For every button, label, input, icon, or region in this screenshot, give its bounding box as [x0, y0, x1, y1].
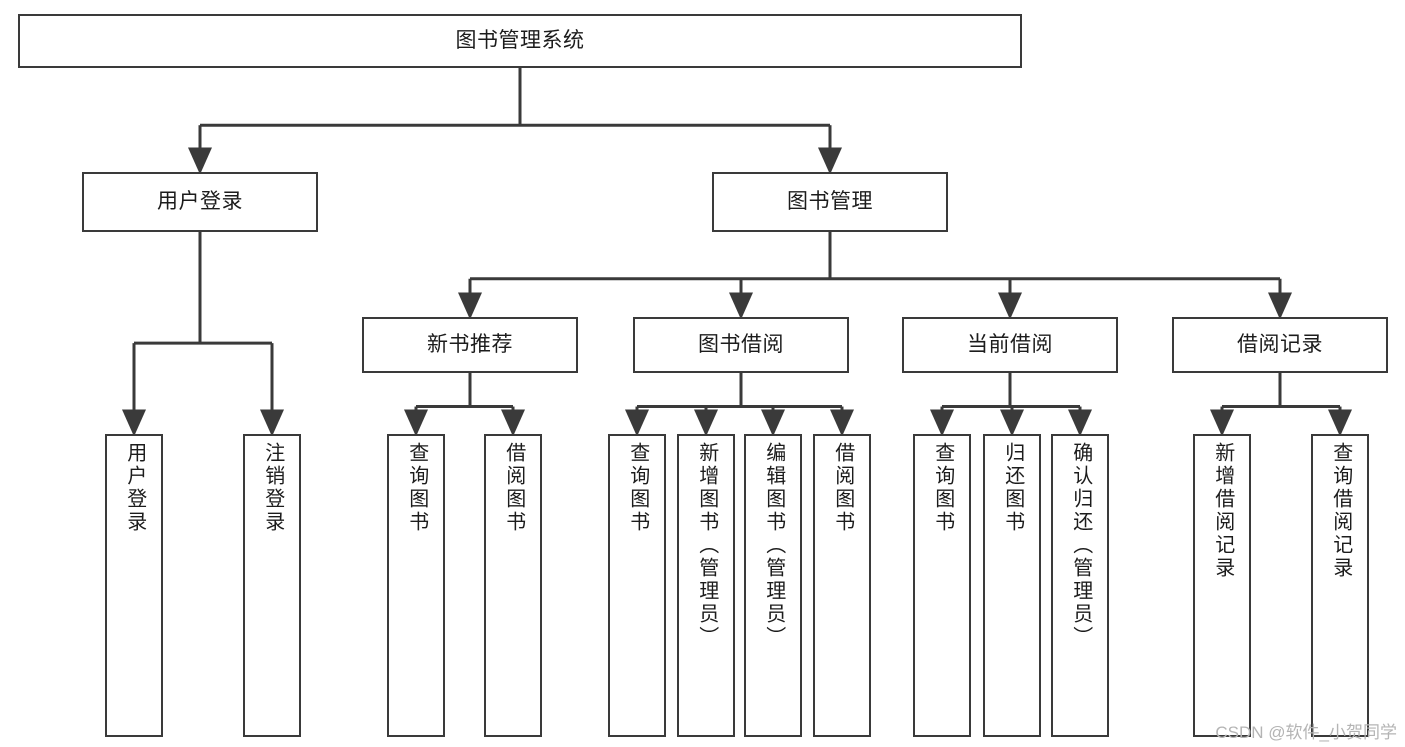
node-label-leaf-return-book: 归还图书 [1001, 442, 1024, 534]
watermark-text: CSDN @软件_小贺同学 [1215, 723, 1397, 742]
node-leaf-query-borrow-record[interactable]: 查询借阅记录 [1311, 434, 1369, 737]
node-leaf-edit-book-admin[interactable]: 编辑图书（管理员） [744, 434, 802, 737]
node-current-borrow[interactable]: 当前借阅 [902, 317, 1118, 373]
node-label-current-borrow: 当前借阅 [967, 332, 1053, 356]
node-label-new-book-recommend: 新书推荐 [427, 332, 513, 356]
node-label-leaf-add-borrow-record: 新增借阅记录 [1211, 442, 1234, 580]
node-user-login[interactable]: 用户登录 [82, 172, 318, 232]
node-label-user-login: 用户登录 [157, 189, 243, 213]
node-label-leaf-add-book-admin: 新增图书（管理员） [695, 442, 718, 649]
node-label-leaf-logout: 注销登录 [261, 442, 284, 534]
node-leaf-query-book-rec[interactable]: 查询图书 [387, 434, 445, 737]
node-root[interactable]: 图书管理系统 [18, 14, 1022, 68]
node-leaf-borrow-book-borrow[interactable]: 借阅图书 [813, 434, 871, 737]
node-label-root: 图书管理系统 [455, 28, 585, 52]
node-label-leaf-query-book-borrow: 查询图书 [626, 442, 649, 534]
node-leaf-return-book[interactable]: 归还图书 [983, 434, 1041, 737]
node-label-book-manage: 图书管理 [787, 189, 873, 213]
node-label-leaf-edit-book-admin: 编辑图书（管理员） [762, 442, 785, 649]
node-label-leaf-query-book-current: 查询图书 [931, 442, 954, 534]
node-borrow-record[interactable]: 借阅记录 [1172, 317, 1388, 373]
node-leaf-query-book-current[interactable]: 查询图书 [913, 434, 971, 737]
node-label-leaf-confirm-return-admin: 确认归还（管理员） [1069, 442, 1092, 649]
node-label-book-borrow: 图书借阅 [698, 332, 784, 356]
node-book-borrow[interactable]: 图书借阅 [633, 317, 849, 373]
node-label-leaf-borrow-book-rec: 借阅图书 [502, 442, 525, 534]
node-leaf-user-login[interactable]: 用户登录 [105, 434, 163, 737]
node-label-leaf-user-login: 用户登录 [123, 442, 146, 534]
node-label-leaf-query-borrow-record: 查询借阅记录 [1329, 442, 1352, 580]
node-leaf-logout[interactable]: 注销登录 [243, 434, 301, 737]
node-label-borrow-record: 借阅记录 [1237, 332, 1323, 356]
node-leaf-confirm-return-admin[interactable]: 确认归还（管理员） [1051, 434, 1109, 737]
node-label-leaf-borrow-book-borrow: 借阅图书 [831, 442, 854, 534]
node-new-book-recommend[interactable]: 新书推荐 [362, 317, 578, 373]
node-book-manage[interactable]: 图书管理 [712, 172, 948, 232]
node-leaf-borrow-book-rec[interactable]: 借阅图书 [484, 434, 542, 737]
node-label-leaf-query-book-rec: 查询图书 [405, 442, 428, 534]
node-leaf-add-borrow-record[interactable]: 新增借阅记录 [1193, 434, 1251, 737]
node-leaf-add-book-admin[interactable]: 新增图书（管理员） [677, 434, 735, 737]
node-leaf-query-book-borrow[interactable]: 查询图书 [608, 434, 666, 737]
